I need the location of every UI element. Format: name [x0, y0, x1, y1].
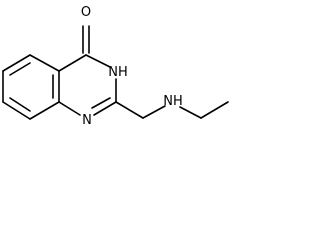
bond-benz-1: [2, 54, 31, 72]
ring-nh-label: NH: [108, 65, 128, 80]
bond-n1-c8a: [58, 101, 81, 116]
ring-n-label: N: [82, 113, 92, 128]
bond-benz-5: [2, 101, 31, 120]
oxygen-label: O: [81, 5, 91, 20]
bond-c4-n3: [85, 54, 111, 68]
carbonyl-group: [82, 25, 90, 54]
bond-benz-4: [29, 101, 60, 120]
bond-c2-n1: [93, 101, 117, 116]
bond-c2-n1-inner: [91, 97, 111, 109]
bond-benz-2: [29, 54, 60, 72]
bond-nh-ch2: [179, 106, 202, 119]
bond-c2-ch2: [115, 101, 144, 119]
bond-benz-inner-3: [9, 97, 31, 112]
chemical-structure-diagram: O NH N NH: [2, 5, 229, 128]
ethylaminomethyl-chain: [115, 101, 229, 119]
bond-benz-inner-1: [9, 62, 31, 76]
benzene-ring: [2, 54, 60, 120]
pyrimidinone-ring: [58, 54, 117, 116]
chain-nh-label: NH: [163, 94, 183, 109]
bond-ch2-nh: [142, 105, 166, 119]
bond-c4a-c4: [58, 54, 87, 72]
bond-ch2-ch3: [200, 101, 229, 119]
